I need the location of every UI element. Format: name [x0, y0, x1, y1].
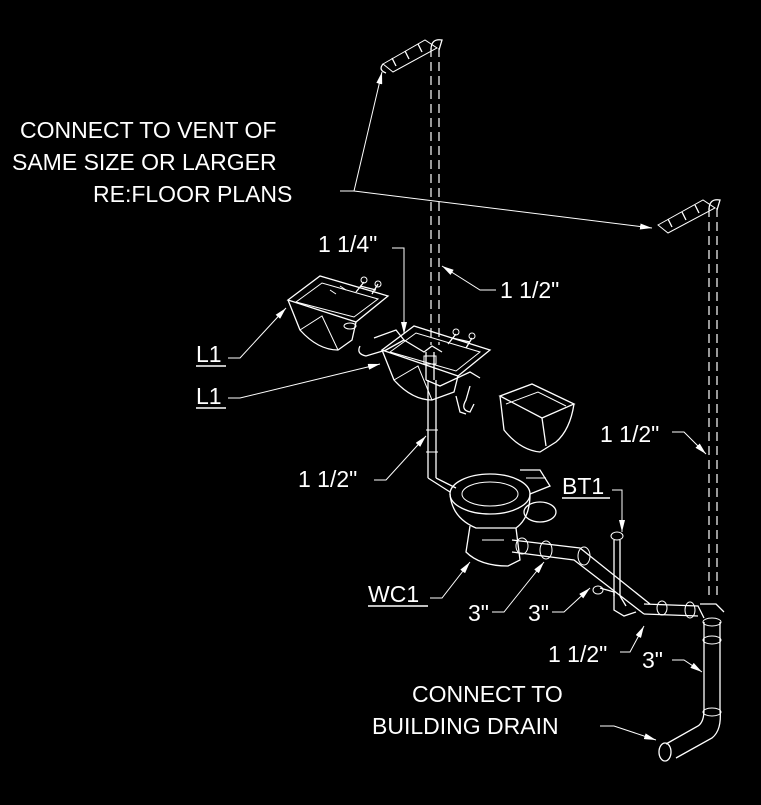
- leader-building-drain: [600, 725, 657, 741]
- lavatory-1: [286, 275, 390, 351]
- vent-note-leader-left: [340, 71, 383, 192]
- leader-3in-c: [672, 659, 703, 673]
- leader-vent-1-1-2: [441, 265, 496, 291]
- water-closet: [449, 383, 576, 567]
- vent-riser-right: [708, 208, 718, 595]
- leader-bath-trap: [612, 489, 625, 532]
- size-label-3in-a: 3": [468, 600, 489, 626]
- size-label-1-1-4: 1 1/4": [318, 231, 377, 257]
- leader-lavatory-2: [228, 363, 381, 399]
- lavatory-2: [380, 325, 492, 401]
- lav-waste-piping: [358, 329, 481, 415]
- leader-right-vent: [672, 431, 707, 455]
- vent-note-line-3: RE:FLOOR PLANS: [93, 181, 292, 207]
- lavatory-tag-1: L1: [196, 341, 222, 367]
- vent-note-line-2: SAME SIZE OR LARGER: [12, 149, 277, 175]
- size-label-lav-drop-1-1-2: 1 1/2": [298, 466, 357, 492]
- bath-trap-tag: BT1: [562, 473, 604, 499]
- vent-note-leader-right: [353, 190, 653, 230]
- drain-note-line-1: CONNECT TO: [412, 681, 563, 707]
- leader-1-1-4: [392, 247, 407, 334]
- leader-3in-a: [492, 561, 545, 613]
- leader-lavatory-1: [228, 307, 287, 359]
- bath-trap-bt1: [592, 531, 637, 617]
- vent-riser-left: [430, 48, 440, 345]
- size-label-right-vent-1-1-2: 1 1/2": [600, 421, 659, 447]
- size-label-3in-b: 3": [528, 600, 549, 626]
- leader-water-closet: [430, 561, 471, 599]
- leader-3in-b: [552, 587, 591, 613]
- size-label-bt-1-1-2: 1 1/2": [548, 641, 607, 667]
- drain-vertical-3in: [658, 617, 722, 762]
- vent-stub-right: [657, 199, 721, 234]
- drain-note-line-2: BUILDING DRAIN: [372, 713, 559, 739]
- water-closet-tag: WC1: [368, 581, 419, 607]
- vent-note-line-1: CONNECT TO VENT OF: [20, 117, 276, 143]
- leader-lav-drop: [374, 435, 427, 481]
- leader-bt-1-1-2: [620, 625, 645, 653]
- lavatory-tag-2: L1: [196, 383, 222, 409]
- size-label-3in-c: 3": [642, 647, 663, 673]
- vent-stub-left: [380, 39, 443, 74]
- size-label-vent-1-1-2: 1 1/2": [500, 277, 559, 303]
